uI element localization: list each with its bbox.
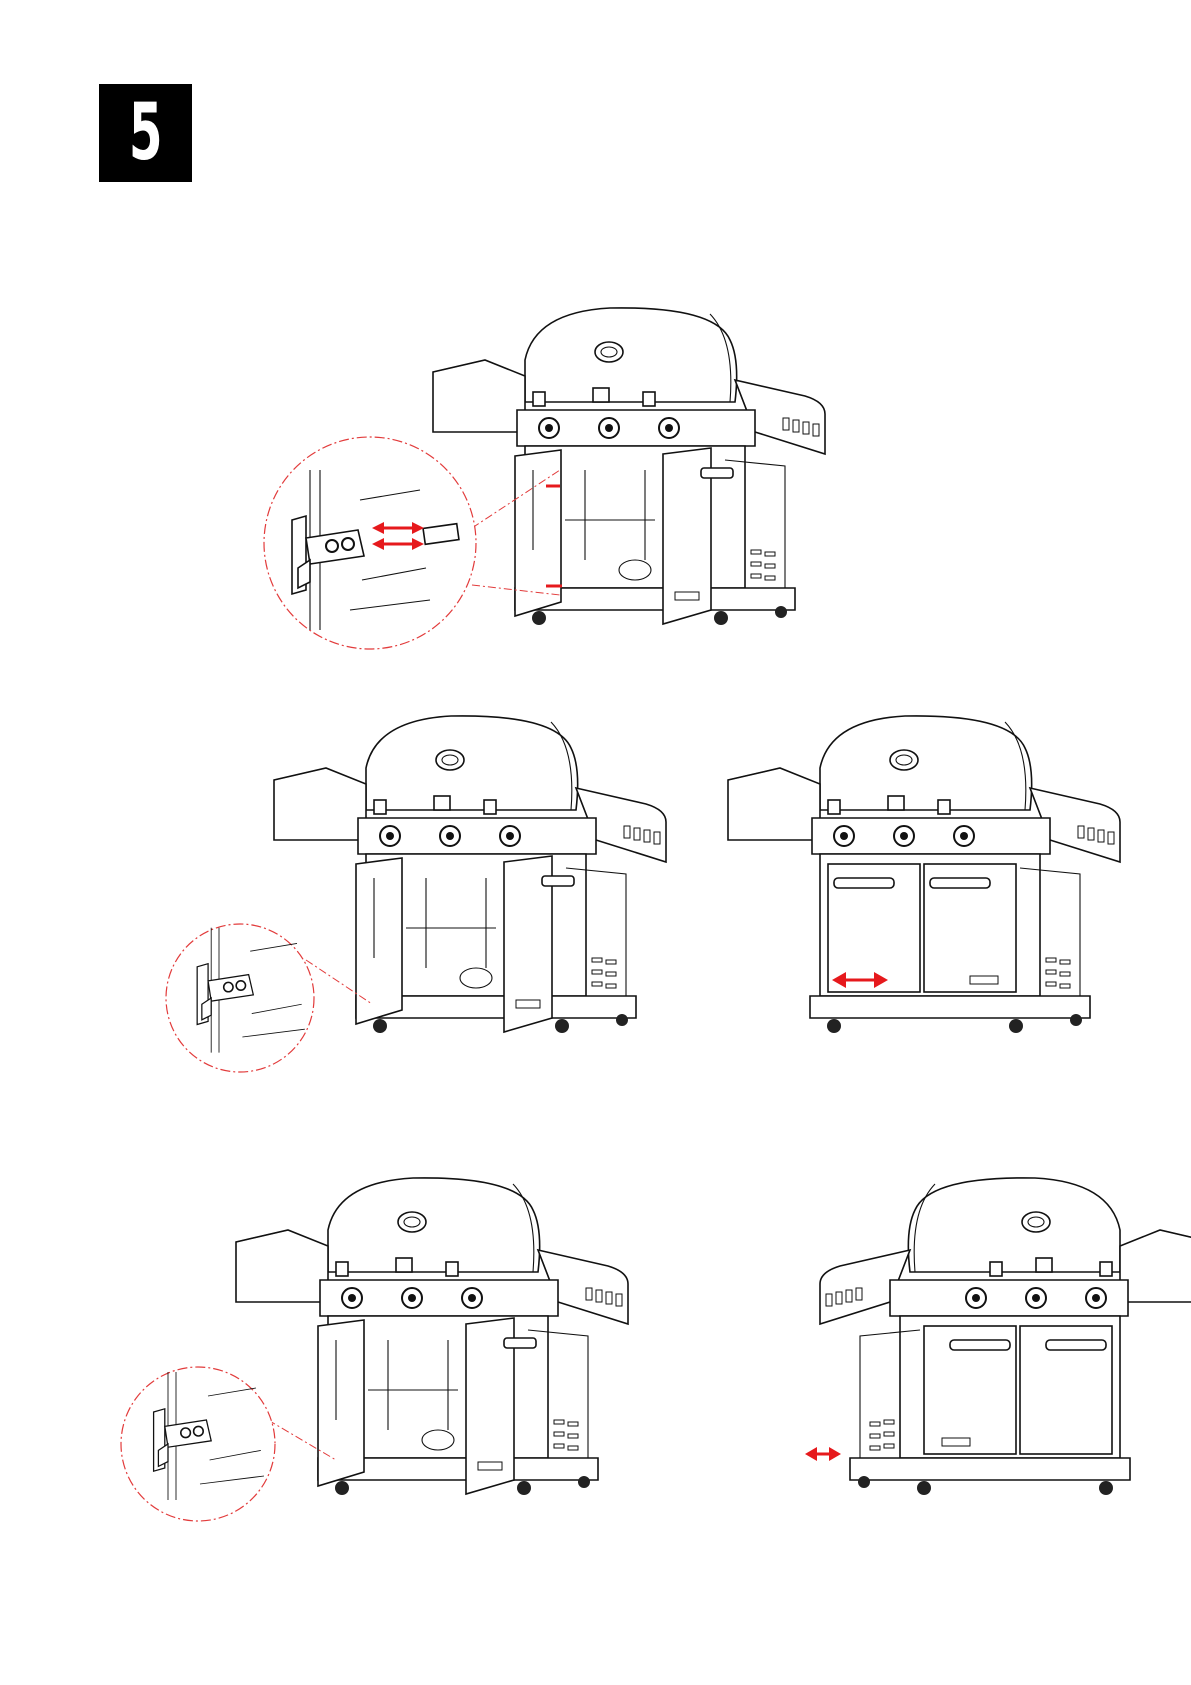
figure-3b-grill-side-view (820, 1178, 1191, 1495)
figure-3a-hinge-callout (121, 1367, 336, 1521)
figure-1-grill-doors-open (433, 308, 825, 625)
figure-2b-grill-doors-closed (728, 716, 1120, 1033)
figure-3b-door-arrow (805, 1447, 841, 1461)
figure-2a-grill-doors-open (274, 716, 666, 1033)
figure-3a-grill-doors-open (236, 1178, 628, 1495)
figure-2a-hinge-callout (166, 924, 372, 1072)
